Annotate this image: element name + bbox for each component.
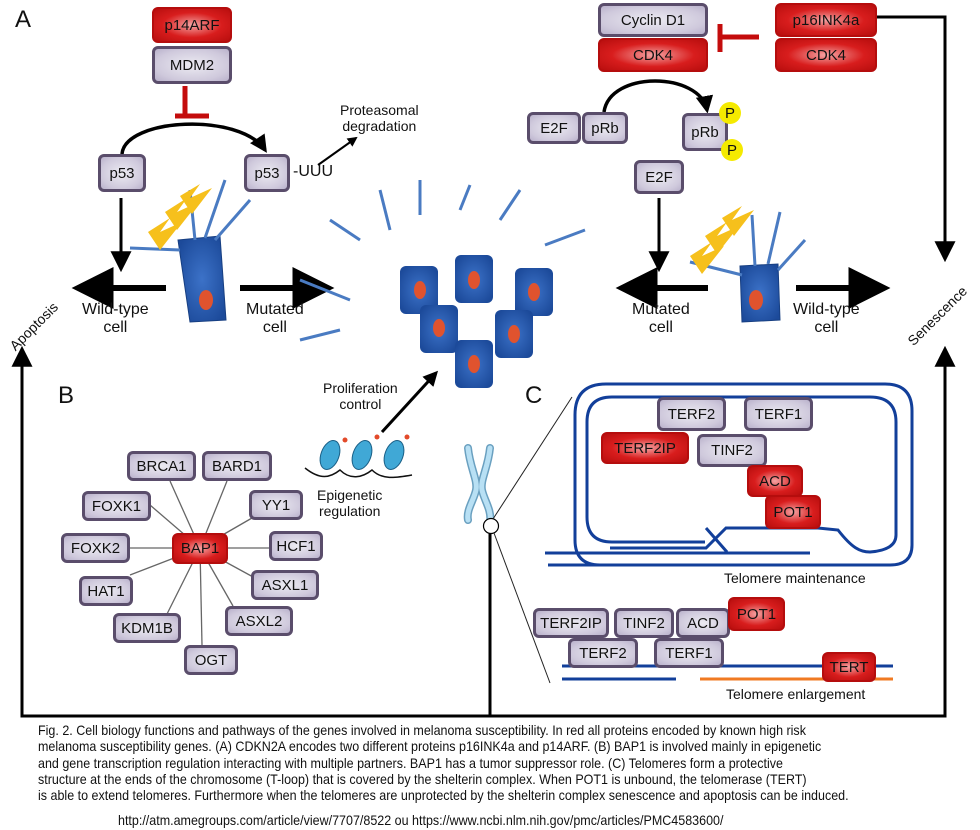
figure-lines: [11, 15, 956, 718]
mdm2-box: MDM2: [152, 46, 232, 84]
asxl2-box: ASXL2: [225, 606, 293, 636]
ubiquitin-tag: -UUU: [293, 163, 333, 180]
figure-caption: Fig. 2. Cell biology functions and pathw…: [38, 723, 849, 804]
p53-box-left: p53: [98, 154, 146, 192]
terf2-box-maintenance: TERF2: [657, 397, 726, 431]
prb-phosphorylation-arrow: [602, 79, 714, 114]
pot1-box-maintenance: POT1: [765, 495, 821, 529]
tinf2-box-maintenance: TINF2: [697, 434, 767, 467]
tinf2-box-enlargement: TINF2: [614, 608, 674, 638]
p53-ubiquitination-arrow: [120, 122, 267, 155]
proteasomal-degradation-label: Proteasomal degradation: [340, 102, 419, 134]
p16-senescence-line: [874, 15, 956, 263]
cyclin-d1-box: Cyclin D1: [598, 3, 708, 37]
yy1-box: YY1: [249, 490, 303, 520]
foxk1-box: FOXK1: [82, 491, 151, 521]
p16-inhibition: [717, 24, 759, 52]
prb-bound-box: pRb: [582, 112, 628, 144]
cdk4-box-left: CDK4: [598, 38, 708, 72]
epigenetic-regulation-label: Epigenetic regulation: [317, 487, 383, 519]
mutated-cell-label-left: Mutated cell: [246, 301, 304, 336]
terf2-box-enlargement: TERF2: [568, 638, 638, 668]
nucleosome-icons: [304, 434, 413, 479]
zoom-line-top: [492, 396, 573, 520]
cdk4-box-right: CDK4: [775, 38, 877, 72]
proliferation-control-label: Proliferation control: [323, 380, 398, 412]
pot1-box-enlargement: POT1: [728, 597, 785, 631]
degradation-arrow: [317, 136, 358, 166]
acd-box-enlargement: ACD: [676, 608, 730, 638]
panel-label-b: B: [58, 382, 75, 409]
hcf1-box: HCF1: [269, 531, 323, 561]
terf2ip-box-enlargement: TERF2IP: [533, 608, 609, 638]
terf2ip-box-maintenance: TERF2IP: [601, 432, 689, 464]
chromosome-icon: [463, 444, 500, 535]
foxk2-box: FOXK2: [61, 533, 130, 563]
t-loop-dna: [545, 382, 914, 567]
figure: A B C p14ARF MDM2 p53 p53 -UUU Proteasom…: [6, 3, 970, 718]
p14arf-box: p14ARF: [152, 7, 232, 43]
acd-box-maintenance: ACD: [747, 465, 803, 497]
telomere-maintenance-label: Telomere maintenance: [724, 570, 866, 586]
e2f-bound-box: E2F: [527, 112, 581, 144]
brca1-box: BRCA1: [127, 451, 196, 481]
tert-box: TERT: [822, 652, 876, 682]
ogt-box: OGT: [184, 645, 238, 675]
zoom-line-bottom: [493, 532, 551, 684]
kdm1b-box: KDM1B: [113, 613, 181, 643]
terf1-box-maintenance: TERF1: [744, 397, 813, 431]
mutated-cell-label-right: Mutated cell: [632, 301, 690, 336]
wild-type-cell-label-right: Wild-type cell: [793, 301, 860, 336]
phosphate-1-icon: P: [719, 102, 741, 124]
panel-label-a: A: [15, 6, 32, 33]
apoptosis-feedback-line: [11, 345, 492, 718]
bard1-box: BARD1: [202, 451, 272, 481]
panel-label-c: C: [525, 382, 543, 409]
p53-box-right: p53: [244, 154, 290, 192]
source-urls: http://atm.amegroups.com/article/view/77…: [118, 813, 724, 828]
phosphate-2-icon: P: [721, 139, 743, 161]
asxl1-box: ASXL1: [251, 570, 319, 600]
telomere-enlargement-label: Telomere enlargement: [726, 686, 866, 702]
e2f-free-box: E2F: [634, 160, 684, 194]
terf1-box-enlargement: TERF1: [654, 638, 724, 668]
wild-type-cell-label-left: Wild-type cell: [82, 301, 149, 336]
senescence-feedback-line: [490, 345, 956, 718]
p16ink4a-box: p16INK4a: [775, 3, 877, 37]
mdm2-inhibition: [175, 86, 209, 119]
bap1-box: BAP1: [172, 533, 228, 564]
hat1-box: HAT1: [79, 576, 133, 606]
proliferation-arrow: [380, 370, 439, 434]
